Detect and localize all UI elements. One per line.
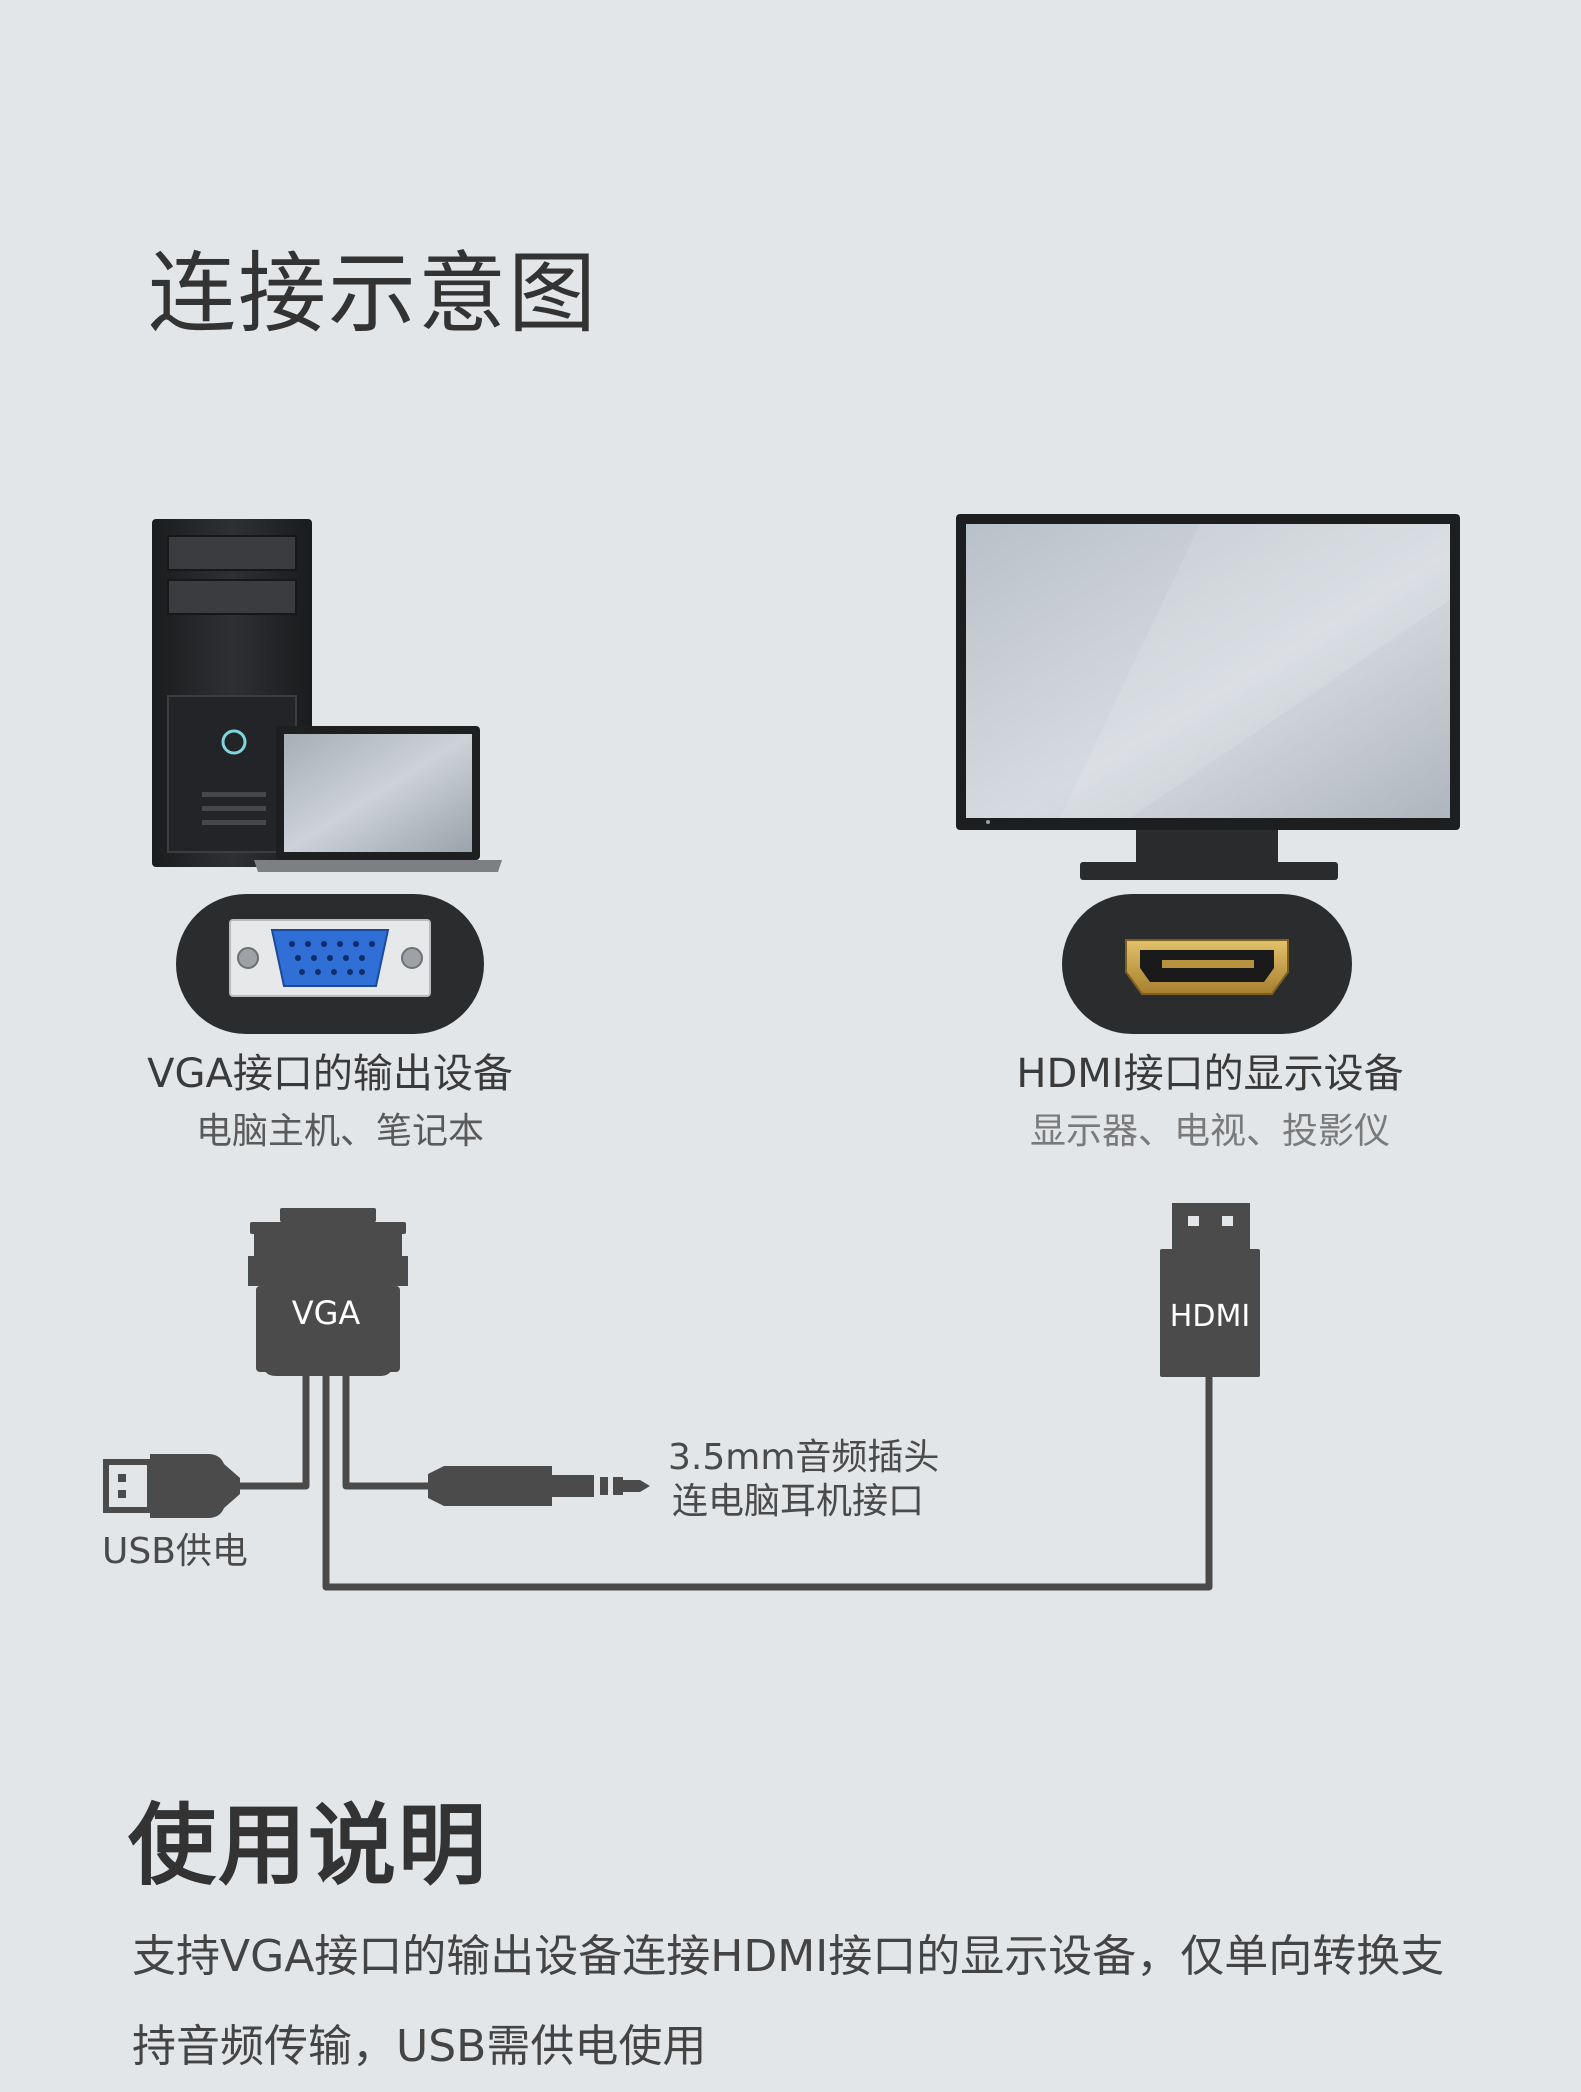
vga-port-badge: [176, 894, 484, 1034]
audio-plug-icon: [428, 1466, 650, 1506]
target-device-title: HDMI接口的显示设备: [1016, 1051, 1404, 1097]
source-device-title: VGA接口的输出设备: [147, 1051, 513, 1097]
monitor-icon: [956, 514, 1460, 880]
laptop-icon: [254, 726, 502, 872]
usage-text: 支持VGA接口的输出设备连接HDMI接口的显示设备，仅单向转换支持音频传输，US…: [132, 1931, 1445, 2072]
source-device-subtitle: 电脑主机、笔记本: [195, 1111, 484, 1152]
audio-label-line1: 3.5mm音频插头: [668, 1437, 940, 1478]
diagram-title: 连接示意图: [148, 242, 599, 345]
connection-diagram: VGA HDMI: [103, 514, 1460, 1591]
vga-connector-label: VGA: [292, 1294, 361, 1332]
hdmi-connector-label: HDMI: [1170, 1299, 1250, 1334]
hdmi-port-badge: [1062, 894, 1352, 1034]
usb-plug-icon: [103, 1454, 240, 1518]
pc-tower-icon: [152, 519, 312, 867]
usage-title: 使用说明: [128, 1794, 489, 1897]
audio-label-line2: 连电脑耳机接口: [672, 1481, 925, 1522]
hdmi-connector-icon: [1160, 1203, 1260, 1377]
usb-power-label: USB供电: [102, 1531, 248, 1572]
vga-connector-icon: [248, 1208, 408, 1376]
target-device-subtitle: 显示器、电视、投影仪: [1029, 1111, 1390, 1152]
cables: [234, 1372, 1213, 1591]
